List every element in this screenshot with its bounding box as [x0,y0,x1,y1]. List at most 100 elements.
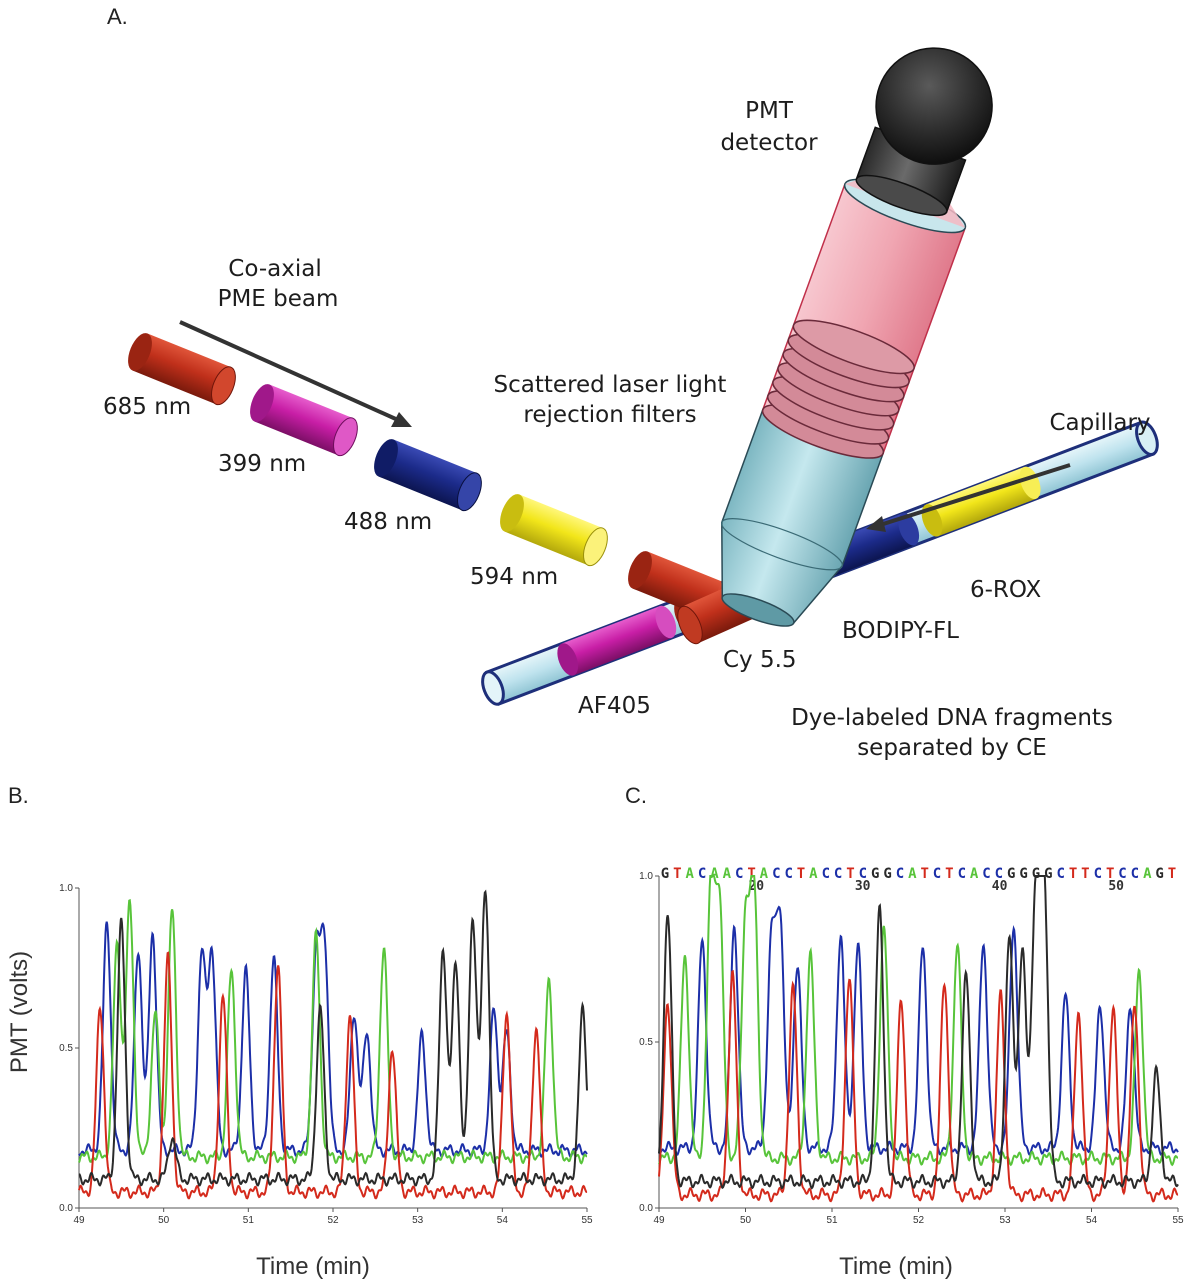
panel-letter-a: A. [107,4,128,29]
dye-label-bodipy: BODIPY-FL [842,618,959,644]
chart-b-trace [78,921,588,1159]
base-call-letter: C [982,866,990,882]
base-call-letter: C [1118,866,1126,882]
base-call-letter: G [661,866,669,882]
dye-label-cy55: Cy 5.5 [723,647,797,673]
base-call-letter: A [1143,866,1152,882]
base-call-letter: C [1094,866,1102,882]
chart-b-y-tick-label: 0.5 [59,1043,73,1054]
base-call-letter: T [797,866,805,882]
chart-c-trace [658,875,1179,1190]
chart-b-x-tick-label: 50 [158,1215,170,1226]
beam-direction-arrow [179,320,412,427]
laser-685 [128,333,236,406]
laser-label-685: 685 nm [103,394,191,420]
chart-c-x-tick-label: 54 [1086,1215,1098,1226]
chart-c-trace [658,905,1179,1157]
base-call-letter: G [871,866,879,882]
fragments-label-line1: Dye-labeled DNA fragments [791,705,1113,731]
base-call-letter: A [685,866,694,882]
base-position-label: 40 [992,879,1008,894]
panel-letter-b: B. [8,783,29,808]
chart-b-trace [78,951,588,1200]
capillary-label: Capillary [1049,410,1150,436]
base-call-letter: T [945,866,953,882]
base-call-letter: T [1106,866,1114,882]
base-position-label: 50 [1108,879,1124,894]
base-call-letter: C [735,866,743,882]
chart-c-x-tick-label: 49 [653,1215,665,1226]
base-call-letter: C [834,866,842,882]
y-axis-title: PMT (volts) [6,951,33,1073]
chart-c-x-tick-label: 55 [1172,1215,1184,1226]
laser-399 [250,384,358,457]
chart-b-x-tick-label: 49 [73,1215,85,1226]
laser-488 [374,439,482,512]
chart-c-trace [658,875,1179,1167]
base-call-letter: A [809,866,818,882]
base-call-letter: G [1019,866,1027,882]
base-call-letter: C [784,866,792,882]
laser-label-399: 399 nm [218,451,306,477]
instrument-schematic: Co-axial PME beam 685 nm 399 nm 488 nm 5… [103,47,1159,761]
rejection-filter-stack [761,319,915,459]
chart-b-x-tick-label: 51 [243,1215,255,1226]
dye-label-af405: AF405 [578,693,651,719]
electropherogram-b: PMT (volts) Time (min) 0.0 0.5 1.0 49 50 51 52… [6,883,593,1280]
dye-band-af405 [557,605,677,676]
chart-b-x-tick-label: 53 [412,1215,424,1226]
chart-b-y-tick-label: 0.0 [59,1203,73,1214]
base-call-letter: G [1032,866,1040,882]
base-call-letter: C [698,866,706,882]
beam-label-line1: Co-axial [228,256,321,282]
chart-b-y-tick-label: 1.0 [59,883,73,894]
base-position-label: 30 [855,879,871,894]
base-call-letter: C [933,866,941,882]
base-call-letter: T [747,866,755,882]
base-call-letter: T [1081,866,1089,882]
chart-c-x-tick-label: 52 [913,1215,925,1226]
x-axis-title-b: Time (min) [256,1253,370,1280]
laser-594 [500,494,608,567]
pmt-detector [855,47,993,217]
base-call-letter: G [883,866,891,882]
base-call-letter: C [772,866,780,882]
dye-label-rox: 6-ROX [970,577,1042,603]
base-call-letter: C [1056,866,1064,882]
chart-b-x-tick-label: 54 [497,1215,509,1226]
panel-letter-c: C. [625,783,647,808]
dye-band-rox [921,466,1041,537]
base-call-letter: C [1131,866,1139,882]
chart-c-y-tick-label: 1.0 [639,871,653,882]
base-call-letter: C [822,866,830,882]
chart-b-x-tick-label: 55 [581,1215,593,1226]
chart-c-x-tick-label: 51 [826,1215,838,1226]
base-call-letter: T [846,866,854,882]
filters-label-line2: rejection filters [523,402,696,428]
base-call-letter: G [1155,866,1163,882]
chart-c-y-tick-label: 0.5 [639,1037,653,1048]
chart-c-y-tick-label: 0.0 [639,1203,653,1214]
chart-c-trace [658,969,1179,1203]
base-call-letter: T [673,866,681,882]
base-call-letter: G [1044,866,1052,882]
filters-label-line1: Scattered laser light [494,372,727,398]
base-call-letter: C [896,866,904,882]
base-call-letter: G [1007,866,1015,882]
base-call-letter: T [920,866,928,882]
capillary-flow-arrow [866,463,1071,532]
chart-c-x-tick-label: 50 [740,1215,752,1226]
base-position-label: 20 [748,879,764,894]
detector-label-line2: detector [720,130,818,156]
laser-label-594: 594 nm [470,564,558,590]
base-call-letter: T [1168,866,1176,882]
base-call-letter: C [958,866,966,882]
base-call-letter: A [760,866,769,882]
base-call-letter: A [908,866,917,882]
chart-b-x-tick-label: 52 [327,1215,339,1226]
fragments-label-line2: separated by CE [857,735,1047,761]
base-call-letter: A [970,866,979,882]
